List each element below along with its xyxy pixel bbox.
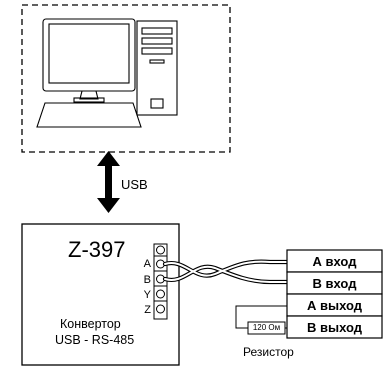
pin-label-a: A — [143, 258, 151, 270]
terminal-block — [153, 243, 168, 320]
terminal-a-output: А выход — [306, 298, 363, 313]
terminal-b-input: В вход — [312, 276, 357, 291]
converter-box — [21, 223, 180, 366]
twisted-pair-cable — [162, 259, 290, 285]
terminal-b-output: В выход — [306, 320, 363, 335]
pin-label-y: Y — [143, 289, 151, 301]
resistor-caption: Резистор — [243, 345, 294, 359]
computer-frame — [21, 4, 231, 153]
usb-connection-arrow — [97, 151, 120, 213]
device-name: Z-397 — [68, 237, 126, 262]
pin-label-b: B — [143, 274, 151, 286]
resistor-value: 120 Ом — [252, 323, 281, 332]
usb-label: USB — [121, 177, 148, 192]
terminal-a-input: А вход — [312, 254, 357, 269]
pin-label-z: Z — [144, 304, 151, 316]
converter-description-line1: Конвертор — [60, 317, 121, 331]
terminal-boxes — [286, 249, 383, 339]
resistor-symbol — [247, 321, 286, 335]
desktop-computer-icon — [36, 18, 178, 128]
converter-description-line2: USB - RS-485 — [55, 333, 135, 347]
